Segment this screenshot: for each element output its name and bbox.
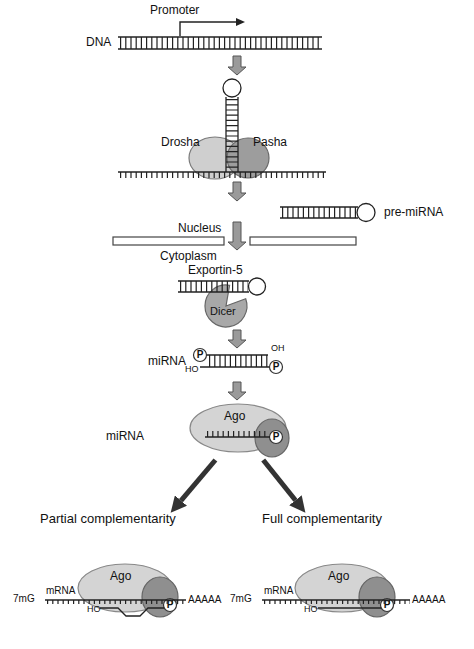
molecule-label: miRNA bbox=[148, 355, 186, 369]
pathway-heading: Full complementarity bbox=[262, 512, 382, 527]
end-group-label: HO bbox=[185, 364, 199, 374]
mirna-strand bbox=[318, 607, 381, 608]
step-arrow bbox=[228, 182, 246, 201]
dna-strand bbox=[118, 36, 322, 37]
molecule-label: mRNA bbox=[264, 585, 293, 597]
phosphate-circle-shape bbox=[270, 431, 283, 444]
strand-ticks bbox=[207, 431, 268, 437]
phosphate-label: P bbox=[193, 348, 207, 362]
rna-strand bbox=[178, 280, 249, 281]
mrna-strand bbox=[262, 599, 410, 600]
phosphate-label: P bbox=[163, 598, 177, 612]
pathway-arrow bbox=[181, 460, 215, 501]
rna-strand bbox=[118, 171, 326, 172]
mirna-strand bbox=[205, 436, 270, 437]
step-arrow bbox=[228, 382, 246, 400]
polya-label: AAAAA bbox=[188, 594, 221, 606]
pasha-protein: Pasha bbox=[226, 136, 292, 180]
enzyme-name: Drosha bbox=[161, 136, 200, 150]
rna-strand bbox=[207, 354, 268, 355]
nuclear-envelope bbox=[250, 237, 356, 245]
ago-complex-outline bbox=[258, 512, 438, 620]
ago-complex-shape bbox=[255, 419, 289, 457]
step-arrow bbox=[228, 222, 246, 250]
hairpin-loop bbox=[249, 278, 266, 295]
dicer-enzyme-shape bbox=[205, 285, 247, 327]
rna-strand bbox=[200, 366, 269, 367]
dicer-enzyme: Dicer bbox=[204, 284, 248, 328]
strand-ticks bbox=[47, 600, 186, 604]
step-arrow bbox=[228, 56, 246, 75]
protein-name: Pasha bbox=[253, 136, 287, 150]
ago-complex: Partial complementarityAgoP bbox=[38, 512, 213, 620]
ago-complex: AgoP bbox=[188, 402, 292, 460]
mrna-strand bbox=[45, 599, 186, 600]
phosphate-label: P bbox=[380, 598, 394, 612]
protein-name: Ago bbox=[224, 410, 245, 424]
phosphate-circle-shape bbox=[381, 599, 394, 612]
protein-name: Ago bbox=[328, 570, 349, 584]
arrow-head bbox=[236, 18, 245, 26]
rna-strand bbox=[280, 217, 358, 218]
base-pair-rungs bbox=[226, 99, 238, 170]
protein-name: Ago bbox=[110, 570, 131, 584]
molecule-label: miRNA bbox=[106, 430, 144, 444]
base-pair-rungs bbox=[282, 207, 357, 218]
transcription-start-arrow bbox=[180, 22, 236, 36]
base-pair-rungs bbox=[209, 355, 268, 367]
molecule-label: pre-miRNA bbox=[384, 206, 443, 220]
phosphate-label: P bbox=[269, 430, 283, 444]
compartment-label: Nucleus bbox=[178, 222, 221, 236]
end-group-label: OH bbox=[271, 343, 285, 353]
phosphate-label: P bbox=[269, 360, 283, 374]
molecule-label: mRNA bbox=[46, 585, 75, 597]
hairpin-loop bbox=[357, 204, 375, 222]
phosphate-circle-shape bbox=[194, 349, 207, 362]
hairpin-loop bbox=[223, 79, 241, 97]
promoter-label: Promoter bbox=[150, 4, 199, 18]
phosphate-circle-shape bbox=[270, 361, 283, 374]
ago-complex-shape bbox=[142, 577, 178, 617]
cap-label: 7mG bbox=[13, 593, 35, 605]
phosphate-circle: P bbox=[269, 430, 283, 444]
polya-label: AAAAA bbox=[412, 594, 445, 606]
phosphate-circle-shape bbox=[164, 599, 177, 612]
dna-strand bbox=[118, 48, 322, 49]
compartment-label: Cytoplasm bbox=[160, 250, 217, 264]
phosphate-circle: P bbox=[163, 598, 177, 612]
base-pair-rungs bbox=[180, 281, 248, 292]
cap-label: 7mG bbox=[230, 593, 252, 605]
strand-ticks bbox=[120, 172, 326, 178]
protein-label: Exportin-5 bbox=[188, 264, 243, 278]
strand-ticks bbox=[264, 600, 410, 604]
phosphate-circle: P bbox=[380, 598, 394, 612]
rna-strand bbox=[178, 291, 249, 292]
step-arrow bbox=[228, 330, 246, 348]
rna-strand bbox=[225, 97, 226, 172]
phosphate-circle: P bbox=[193, 348, 207, 362]
phosphate-circle: P bbox=[269, 360, 283, 374]
rna-strand bbox=[237, 97, 238, 172]
pathway-heading: Partial complementarity bbox=[40, 512, 176, 527]
nuclear-envelope bbox=[113, 237, 224, 245]
ago-complex: Full complementarityAgoP bbox=[258, 512, 438, 620]
mirna-strand bbox=[100, 608, 164, 616]
rna-strand bbox=[280, 206, 358, 207]
base-pair-rungs bbox=[120, 37, 322, 49]
molecule-label: DNA bbox=[86, 36, 111, 50]
pathway-arrow bbox=[263, 460, 295, 500]
ago-complex-shape bbox=[359, 577, 395, 617]
ago-complex-outline bbox=[38, 512, 213, 620]
enzyme-name: Dicer bbox=[210, 305, 236, 318]
